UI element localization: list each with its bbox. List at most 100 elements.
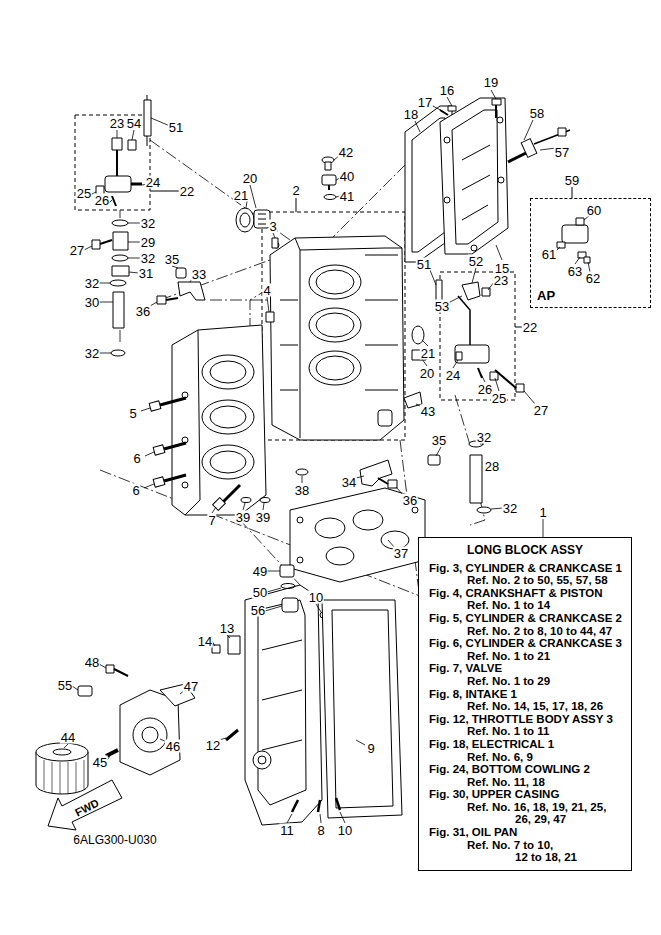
callout-number: 32 [84,277,100,290]
table-line: Fig. 8, INTAKE 1 [429,688,517,701]
filter-bracket [120,690,180,775]
table-line: Fig. 6, CYLINDER & CRANKCASE 3 [429,637,622,650]
head-gasket [290,488,425,582]
valve-body [105,176,131,192]
cylinder-head [202,400,254,434]
exhaust-cover [440,98,508,254]
thermostat [258,214,266,224]
callout-number: 55 [57,679,73,692]
callout-number: 8 [316,824,325,837]
water-tube [112,255,128,261]
callout-number: 51 [416,258,432,271]
callout-number: 3 [268,220,277,233]
water-tube [113,232,128,250]
valve-body [128,140,136,150]
valve-body [455,345,489,363]
valve-body [458,296,470,345]
callout-number: 50 [252,586,268,599]
callout-number: 11 [279,824,295,837]
exhaust-guide [253,751,271,769]
bolt [100,240,112,244]
ap-valve [576,218,584,225]
ap-valve [557,242,565,248]
drawing-code: 6ALG300-U030 [72,834,157,846]
callout-number: 18 [403,108,419,121]
water-tube [112,220,128,226]
bolt [336,798,340,810]
callout-number: 25 [491,392,507,405]
exhaust-guide [281,584,295,589]
callout-number: 32 [476,431,492,444]
table-line: 12 to 18, 21 [515,851,577,864]
head-gasket [315,518,345,538]
head-bolt [160,398,186,405]
table-line: Ref. No. 2 to 50, 55, 57, 58 [467,574,608,587]
callout-number: 61 [541,248,557,261]
cylinder-block [316,313,354,337]
exhaust-cover [497,117,503,123]
head-bolt [222,485,240,503]
bracket [166,298,178,300]
exhaust-cover [471,245,477,251]
callout-number: 46 [165,740,181,753]
head-gasket [297,557,303,563]
table-line: Ref. No. 2 to 8, 10 to 44, 47 [467,625,612,638]
callout-number: 6 [131,484,140,497]
callout-number: 14 [197,635,213,648]
callout-number: 43 [420,405,436,418]
filter-bracket [78,665,195,775]
callout-number: 10 [337,824,353,837]
callout-number: 62 [585,272,601,285]
callout-number: 58 [529,107,545,120]
callout-number: 35 [431,434,447,447]
ap-group-box: AP [530,198,651,308]
callout-number: 36 [135,305,151,318]
exhaust-cover [444,137,450,143]
valve-body [456,352,462,360]
callout-number: 28 [484,460,500,473]
callout-number: 41 [339,190,355,203]
bracket [157,268,440,488]
callout-number: 49 [252,565,268,578]
callout-number: 42 [338,146,354,159]
water-tube [110,220,129,356]
o-ring [260,498,270,503]
sender [328,185,330,190]
water-tube [110,280,126,286]
valve-body [144,100,151,136]
bracket [360,460,392,486]
cylinder-block [316,356,354,380]
callout-number: 16 [439,84,455,97]
callout-number: 60 [586,204,602,217]
bracket [388,480,397,488]
cylinder-block [378,410,392,426]
callout-number: 44 [60,731,76,744]
callout-number: 24 [445,369,461,382]
sensor [521,139,537,158]
cylinder-head [172,325,266,515]
callout-number: 33 [191,268,207,281]
table-line: Ref. No. 16, 18, 19, 21, 25, [467,801,606,814]
head-bolt [149,398,240,510]
group-bracket [440,272,515,400]
exhaust-guide [258,756,266,764]
callout-number: 48 [84,656,100,669]
oil-filter [44,760,84,794]
table-line: Fig. 3, CYLINDER & CRANKCASE 1 [429,562,622,575]
callout-number: 32 [84,347,100,360]
head-bolt [153,445,165,455]
ap-valve [584,257,590,263]
cylinder-block [270,236,404,440]
callout-number: 20 [242,172,258,185]
cover-gasket [412,118,445,252]
filter-bracket [133,718,167,752]
callout-number: 2 [291,184,300,197]
exhaust-cover [440,98,508,254]
cylinder-head [210,361,246,383]
callout-number: 35 [164,253,180,266]
callout-number: 29 [140,236,156,249]
table-line: Ref. No. 1 to 14 [467,599,550,612]
valve-body [490,372,498,380]
sender [322,175,336,185]
callout-number: 53 [434,300,450,313]
